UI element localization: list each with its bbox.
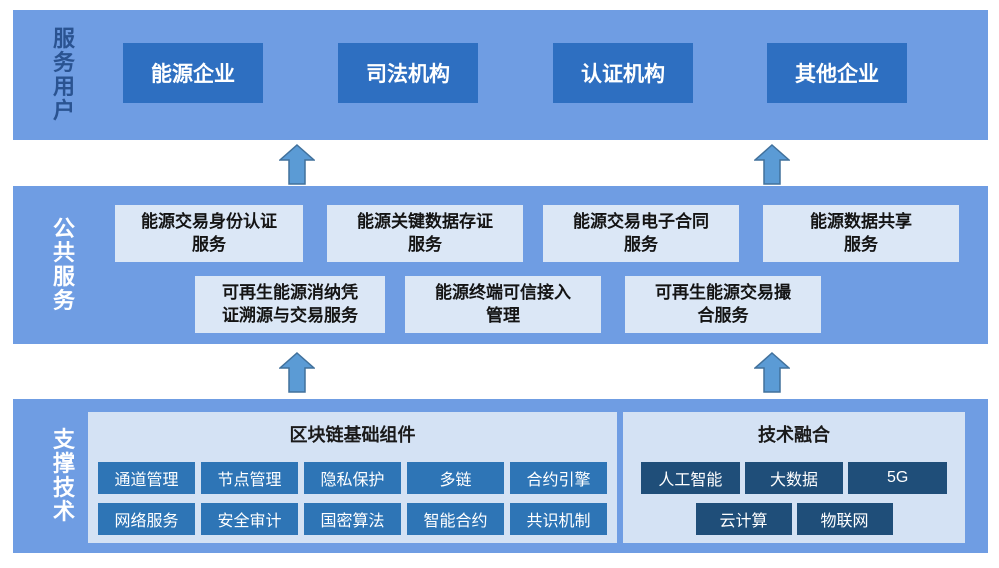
chip-node-management: 节点管理	[201, 462, 298, 494]
chip-internet-of-things: 物联网	[796, 503, 893, 535]
band-supporting-technology: 支撑技术 区块链基础组件 通道管理 节点管理 隐私保护 多链 合约引擎 网络服务…	[13, 399, 988, 553]
service-box-line: 可再生能源交易撮	[655, 283, 791, 303]
service-box-line: 服务	[408, 234, 442, 254]
up-arrow-icon	[279, 352, 315, 393]
service-box-line: 证溯源与交易服务	[222, 305, 358, 325]
service-box-line: 服务	[624, 234, 658, 254]
service-box-data-sharing: 能源数据共享 服务	[763, 205, 959, 262]
service-box-line: 能源交易电子合同	[573, 212, 709, 232]
chip-multi-chain: 多链	[407, 462, 504, 494]
band-label-supporting-technology: 支撑技术	[52, 427, 75, 524]
chip-privacy-protection: 隐私保护	[304, 462, 401, 494]
service-box-line: 能源数据共享	[810, 212, 912, 232]
service-box-key-data-deposit: 能源关键数据存证 服务	[327, 205, 523, 262]
chip-smart-contract: 智能合约	[407, 503, 504, 535]
service-box-line: 能源关键数据存证	[357, 212, 493, 232]
fusion-chip-row-1: 人工智能 大数据 5G	[641, 462, 948, 494]
service-box-line: 管理	[486, 305, 520, 325]
service-box-line: 合服务	[697, 305, 749, 325]
user-box-other-enterprise: 其他企业	[767, 43, 907, 103]
service-box-terminal-trusted-access: 能源终端可信接入 管理	[405, 276, 601, 333]
chip-security-audit: 安全审计	[201, 503, 298, 535]
user-box-judicial-institution: 司法机构	[338, 43, 478, 103]
service-box-line: 能源终端可信接入	[435, 283, 571, 303]
panel-technology-fusion: 技术融合 人工智能 大数据 5G 云计算 物联网	[623, 412, 965, 543]
up-arrow-icon	[754, 144, 790, 185]
band-label-public-services: 公共服务	[52, 216, 75, 313]
service-box-renewable-certificate-trace: 可再生能源消纳凭 证溯源与交易服务	[195, 276, 385, 333]
chip-artificial-intelligence: 人工智能	[641, 462, 740, 494]
chip-network-service: 网络服务	[98, 503, 195, 535]
band-service-users: 服务用户 能源企业 司法机构 认证机构 其他企业	[13, 10, 988, 140]
service-box-line: 能源交易身份认证	[141, 212, 277, 232]
chip-consensus-mechanism: 共识机制	[510, 503, 607, 535]
service-box-identity-authentication: 能源交易身份认证 服务	[115, 205, 303, 262]
user-box-energy-enterprise: 能源企业	[123, 43, 263, 103]
up-arrow-icon	[279, 144, 315, 185]
chip-cloud-computing: 云计算	[695, 503, 792, 535]
band-public-services: 公共服务 能源交易身份认证 服务 能源关键数据存证 服务 能源交易电子合同 服务…	[13, 186, 988, 344]
service-box-electronic-contract: 能源交易电子合同 服务	[543, 205, 739, 262]
user-box-certification-institution: 认证机构	[553, 43, 693, 103]
chip-contract-engine: 合约引擎	[510, 462, 607, 494]
service-box-trade-matching: 可再生能源交易撮 合服务	[625, 276, 821, 333]
band-label-service-users: 服务用户	[52, 26, 75, 123]
blockchain-chip-row-1: 通道管理 节点管理 隐私保护 多链 合约引擎	[98, 462, 607, 494]
chip-5g: 5G	[848, 462, 948, 494]
chip-big-data: 大数据	[744, 462, 844, 494]
fusion-chip-row-2: 云计算 物联网	[641, 503, 947, 535]
up-arrow-icon	[754, 352, 790, 393]
service-box-line: 服务	[844, 234, 878, 254]
chip-national-crypto-algorithm: 国密算法	[304, 503, 401, 535]
panel-title-fusion: 技术融合	[758, 425, 830, 445]
service-box-line: 可再生能源消纳凭	[222, 283, 358, 303]
blockchain-chip-row-2: 网络服务 安全审计 国密算法 智能合约 共识机制	[98, 503, 607, 535]
panel-blockchain-components: 区块链基础组件 通道管理 节点管理 隐私保护 多链 合约引擎 网络服务 安全审计…	[88, 412, 617, 543]
service-box-line: 服务	[192, 234, 226, 254]
panel-title-blockchain: 区块链基础组件	[289, 425, 416, 445]
chip-channel-management: 通道管理	[98, 462, 195, 494]
